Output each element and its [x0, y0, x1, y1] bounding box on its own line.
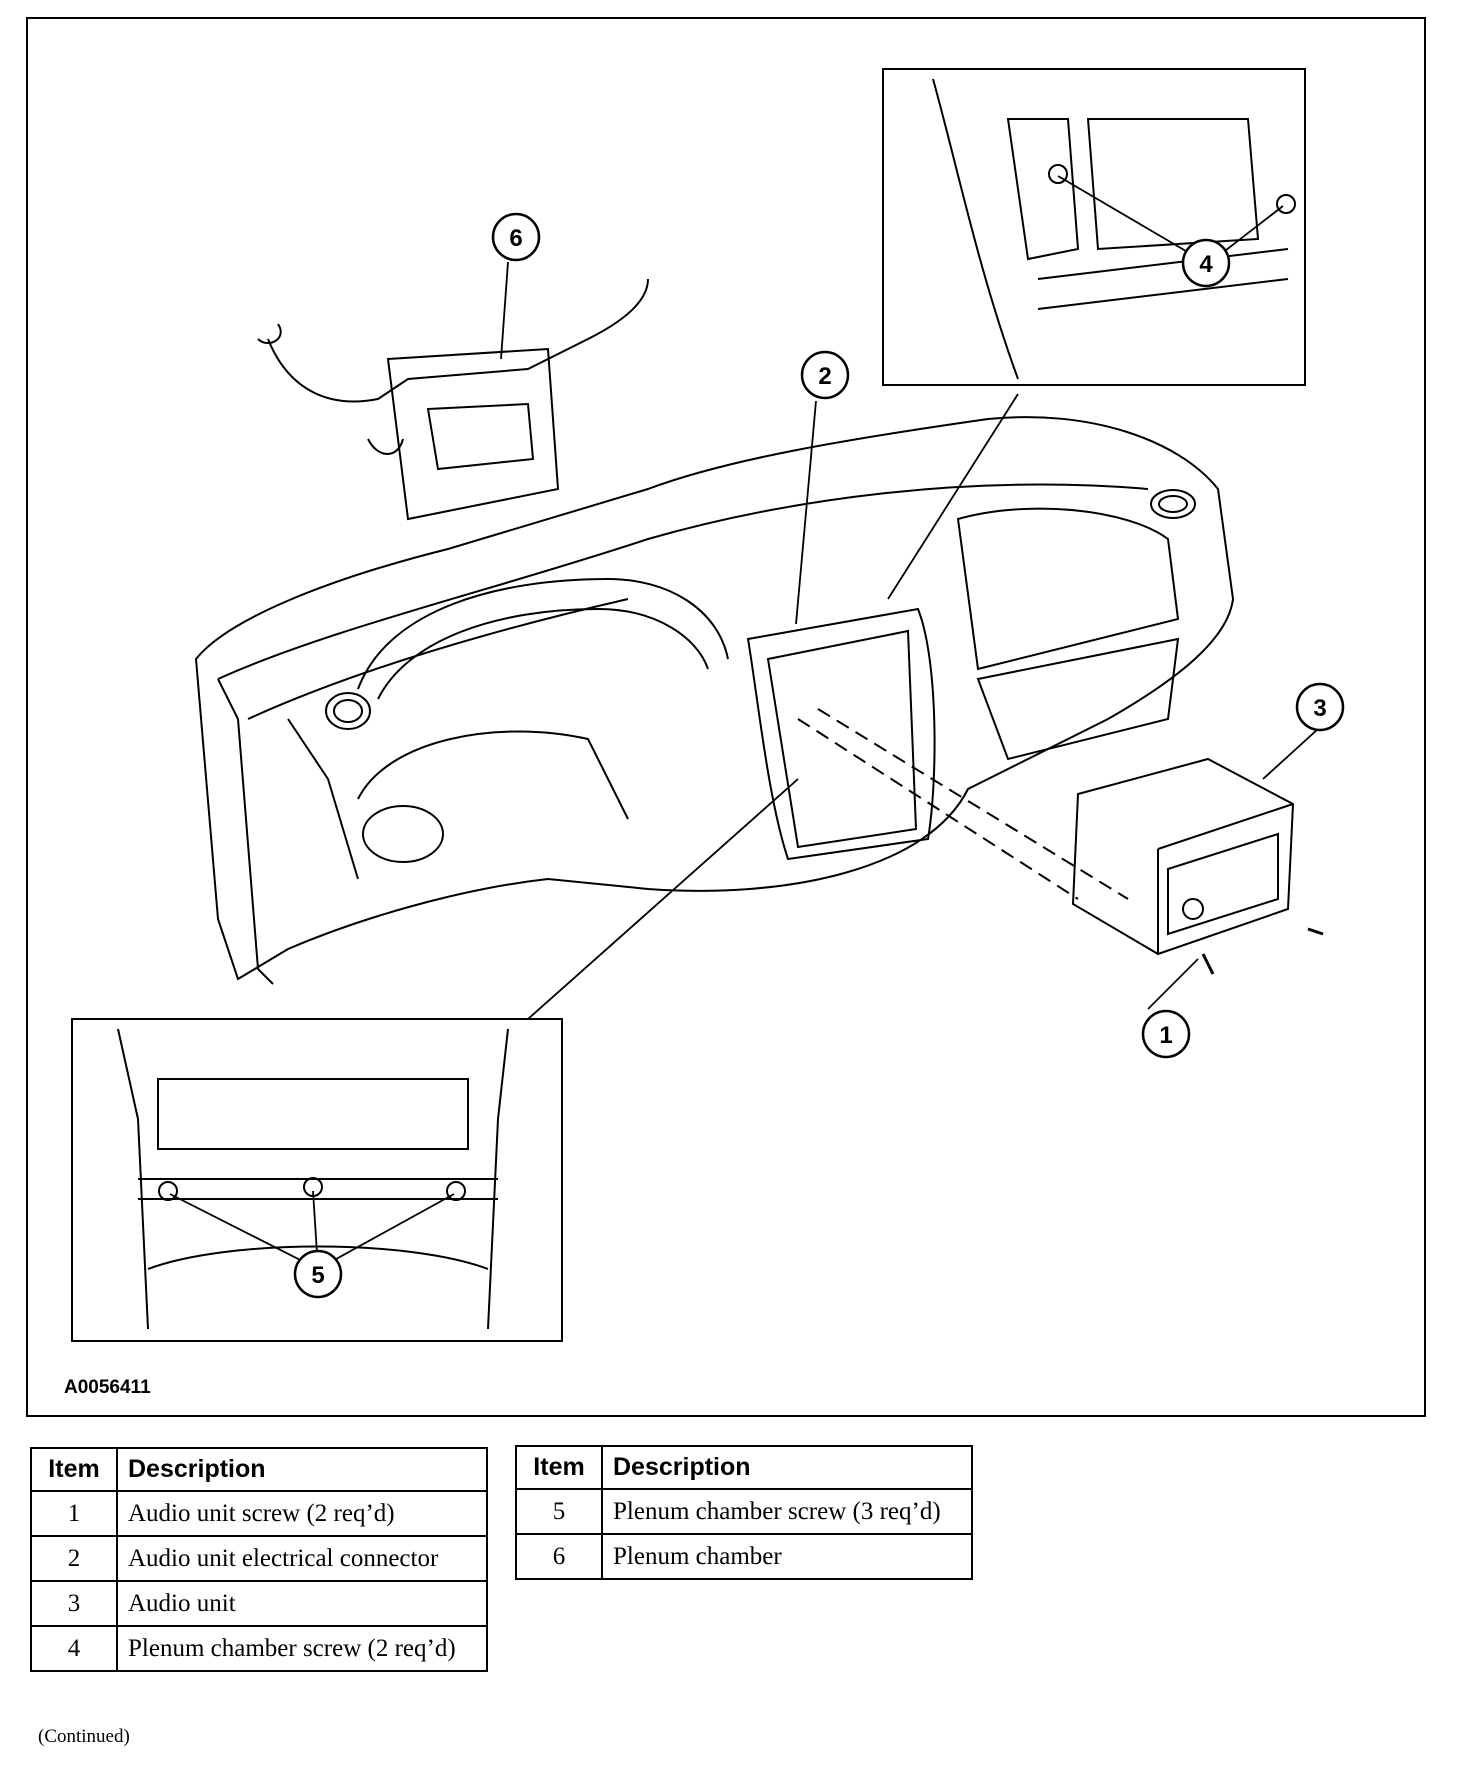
legend-row: 5 Plenum chamber screw (3 req’d): [515, 1488, 973, 1535]
diagram-frame: 6 2 3 1 4 5 A0056411: [26, 17, 1426, 1417]
callout-5-label: 5: [311, 1262, 324, 1289]
item-number: 5: [515, 1488, 603, 1535]
item-number: 3: [30, 1580, 118, 1627]
plenum-chamber: [257, 278, 649, 521]
item-number: 4: [30, 1625, 118, 1672]
legend-table-left: Item Description 1 Audio unit screw (2 r…: [30, 1447, 488, 1672]
header-description: Description: [601, 1445, 973, 1490]
inset-detail-4: [882, 68, 1306, 386]
legend-row: 1 Audio unit screw (2 req’d): [30, 1490, 488, 1537]
legend-table-right: Item Description 5 Plenum chamber screw …: [515, 1445, 973, 1580]
callout-3-label: 3: [1313, 695, 1326, 722]
instrument-panel: [194, 416, 1235, 981]
item-number: 6: [515, 1533, 603, 1580]
callout-3: [1295, 682, 1345, 732]
callout-1: [1141, 1009, 1191, 1059]
legend-header-row: Item Description: [30, 1447, 488, 1492]
callout-4-label: 4: [1199, 251, 1213, 278]
legend-row: 3 Audio unit: [30, 1580, 488, 1627]
callout-5: [293, 1249, 343, 1299]
callout-1-label: 1: [1159, 1022, 1172, 1049]
legend-row: 6 Plenum chamber: [515, 1533, 973, 1580]
header-item: Item: [30, 1447, 118, 1492]
callout-6-label: 6: [509, 225, 522, 252]
item-description: Audio unit screw (2 req’d): [116, 1490, 488, 1537]
legend-row: 2 Audio unit electrical connector: [30, 1535, 488, 1582]
header-item: Item: [515, 1445, 603, 1490]
figure-id: A0056411: [64, 1377, 151, 1398]
item-description: Plenum chamber: [601, 1533, 973, 1580]
callout-2-label: 2: [818, 363, 831, 390]
exploded-view-drawing: 6 2 3 1 4 5: [71, 68, 1345, 1342]
item-description: Audio unit: [116, 1580, 488, 1627]
item-description: Plenum chamber screw (2 req’d): [116, 1625, 488, 1672]
audio-unit: [1071, 757, 1295, 956]
item-description: Plenum chamber screw (3 req’d): [601, 1488, 973, 1535]
callout-4: [1181, 238, 1231, 288]
item-number: 1: [30, 1490, 118, 1537]
continued-note: (Continued): [38, 1726, 130, 1747]
legend-header-row: Item Description: [515, 1445, 973, 1490]
item-description: Audio unit electrical connector: [116, 1535, 488, 1582]
header-description: Description: [116, 1447, 488, 1492]
callout-2: [800, 350, 850, 400]
callout-6: [491, 212, 541, 262]
item-number: 2: [30, 1535, 118, 1582]
legend-row: 4 Plenum chamber screw (2 req’d): [30, 1625, 488, 1672]
